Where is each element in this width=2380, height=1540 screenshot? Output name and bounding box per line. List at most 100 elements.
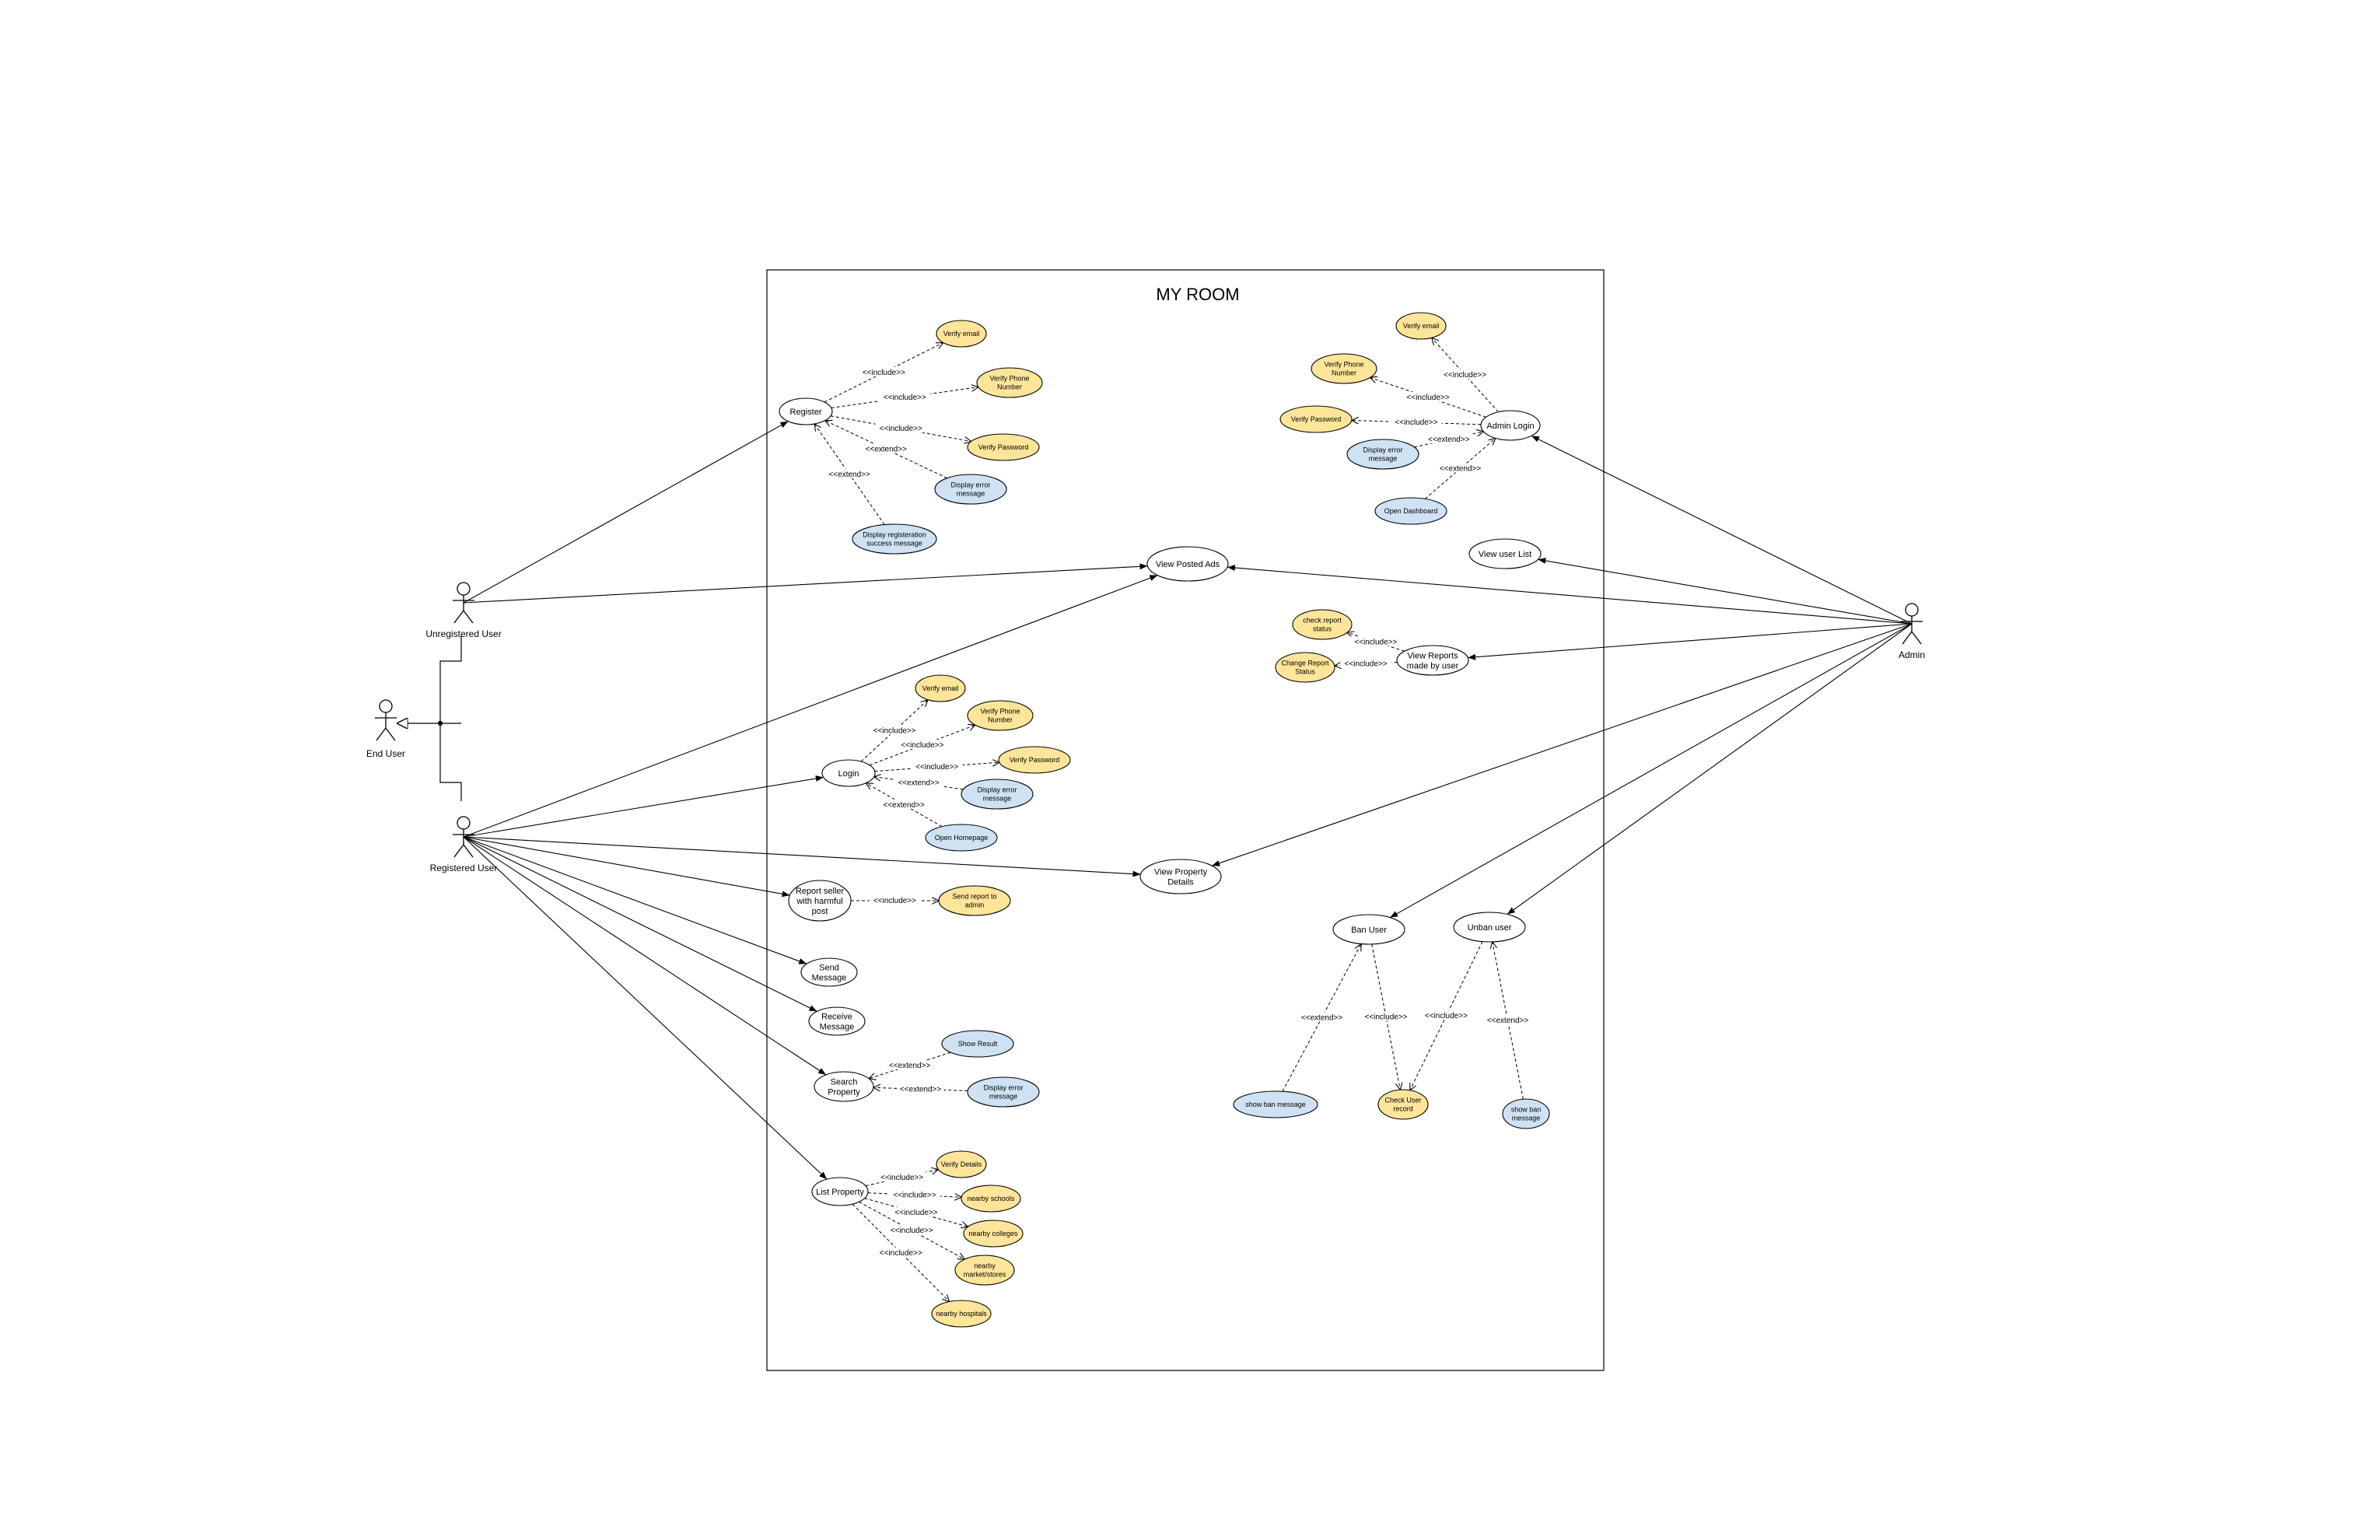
use-case-shape [954, 1255, 1015, 1286]
use-case-show-ban-message[interactable]: show ban message [1233, 1090, 1318, 1118]
use-case-shape [1480, 410, 1541, 441]
use-case-open-dashboard[interactable]: Open Dashboard [1374, 497, 1447, 525]
use-case-show-result[interactable]: Show Result [941, 1030, 1014, 1058]
use-case-nearby-schools[interactable]: nearby schools [961, 1185, 1021, 1213]
stereotype-label-include: <<include>> [880, 1174, 923, 1182]
stereotype-label-extend: <<extend>> [1440, 464, 1482, 473]
use-case-admin-verify-email[interactable]: Verify email [1395, 312, 1447, 340]
use-case-login[interactable]: Login [821, 759, 876, 787]
use-case-reg-verify-password[interactable]: Verify Password [967, 433, 1040, 461]
use-case-label: Message [820, 1023, 855, 1032]
stereotype-label-include: <<include>> [1364, 1013, 1407, 1022]
stereotype-label-include: <<include>> [1425, 1012, 1468, 1020]
use-case-shape [967, 1076, 1040, 1108]
stereotype-label-extend: <<extend>> [898, 779, 940, 788]
use-case-label: Message [812, 974, 847, 983]
stereotype-label-include: <<include>> [884, 394, 926, 402]
use-case-label: made by user [1407, 662, 1459, 671]
use-case-verify-details[interactable]: Verify Details [936, 1150, 987, 1178]
use-case-label: Register [790, 408, 822, 417]
use-case-label: Admin Login [1486, 422, 1534, 431]
use-case-login-verify-password[interactable]: Verify Password [998, 746, 1071, 774]
actor-label-unregistered: Unregistered User [425, 628, 501, 639]
use-case-shape [961, 779, 1034, 810]
stereotype-label-include: <<include>> [895, 1209, 938, 1217]
use-case-shape [1146, 546, 1229, 582]
association-reg-receive-message [463, 836, 817, 1012]
association-unreg-view-posted-ads [463, 563, 1148, 604]
stereotype-label-extend: <<extend>> [866, 446, 908, 454]
use-case-register[interactable]: Register [779, 397, 833, 425]
use-case-label: View Posted Ads [1156, 560, 1220, 569]
use-case-shape [1311, 353, 1377, 384]
association-admin-ban-user [1389, 623, 1913, 919]
stereotype-label-bg [911, 761, 963, 771]
use-case-label: Display error [950, 481, 990, 489]
use-case-label: message [957, 490, 985, 498]
use-case-label: Verify email [943, 330, 980, 338]
use-case-login-verify-email[interactable]: Verify email [915, 674, 966, 702]
use-case-shape [936, 320, 987, 348]
use-case-shape [779, 397, 833, 425]
use-case-shape [811, 1177, 869, 1206]
stereotype-label-extend: <<extend>> [884, 801, 926, 810]
use-case-shape [961, 1185, 1021, 1213]
actor-unregistered-user[interactable] [453, 582, 474, 624]
association-reg-view-posted-ads [463, 575, 1158, 838]
use-case-shape [1139, 859, 1222, 894]
include-connector [1371, 943, 1401, 1090]
use-case-nearby-hospitals[interactable]: nearby hospitals [931, 1300, 992, 1328]
use-case-label: Verify Password [978, 443, 1029, 451]
stereotype-label-extend: <<extend>> [1487, 1017, 1529, 1025]
use-case-label: nearby schools [968, 1195, 1015, 1202]
use-case-ban-user[interactable]: Ban User [1332, 914, 1405, 945]
use-case-view-user-list[interactable]: View user List [1468, 538, 1542, 569]
stereotype-label-layer: <<include>> <<include>> <<include>> <<exten… [826, 366, 1531, 1258]
use-case-shape [976, 367, 1043, 398]
use-case-unban-user[interactable]: Unban user [1453, 912, 1526, 943]
use-case-shape [1292, 609, 1353, 640]
association-reg-view-property-details [463, 836, 1141, 877]
use-case-shape [800, 957, 858, 987]
use-case-view-posted-ads[interactable]: View Posted Ads [1146, 546, 1229, 582]
use-case-admin-login[interactable]: Admin Login [1480, 410, 1541, 441]
use-case-reg-verify-email[interactable]: Verify email [936, 320, 987, 348]
actor-admin[interactable] [1901, 603, 1923, 645]
use-case-open-homepage[interactable]: Open Homepage [925, 824, 998, 852]
actor-end-user[interactable] [375, 699, 397, 741]
use-case-shape [852, 523, 937, 555]
use-case-label: Verify email [922, 684, 959, 692]
use-case-label: Report seller [796, 887, 845, 896]
stereotype-label-bg [1402, 391, 1454, 401]
use-case-shape [814, 1071, 874, 1102]
use-case-list-property[interactable]: List Property [811, 1177, 869, 1206]
actor-registered-user[interactable] [453, 816, 474, 858]
use-case-nearby-colleges[interactable]: nearby colleges [963, 1220, 1024, 1248]
use-case-shape [1468, 538, 1542, 569]
use-case-admin-verify-password[interactable]: Verify Password [1279, 405, 1353, 433]
use-case-shape [1377, 1089, 1429, 1120]
use-case-label: Send [819, 964, 839, 973]
